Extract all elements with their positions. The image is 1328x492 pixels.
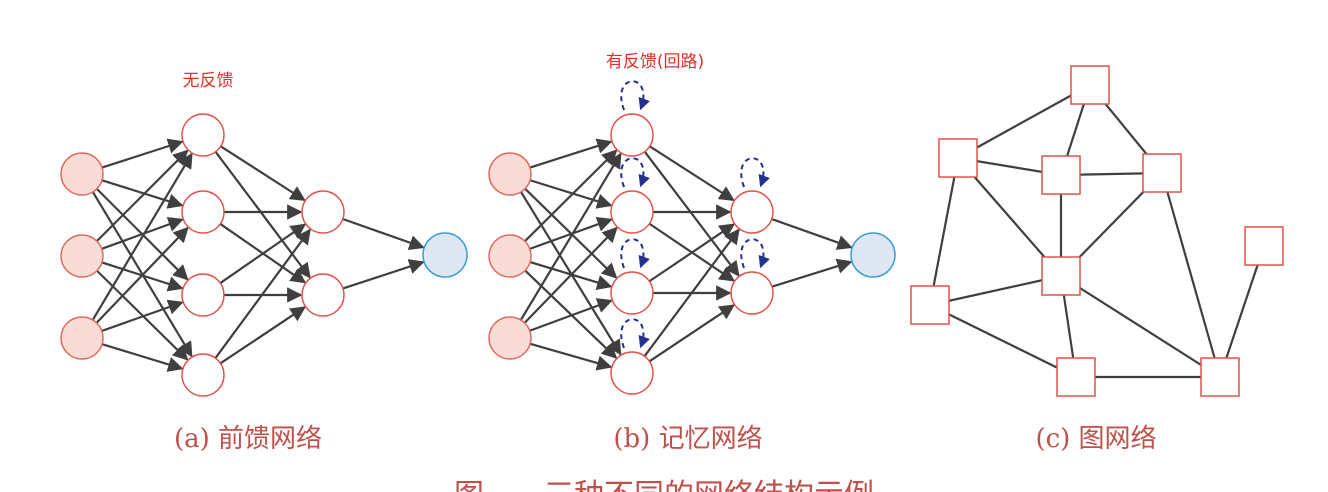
memory-nodes <box>488 113 896 395</box>
mem-hidden1-node-2 <box>610 190 654 234</box>
mem-input-node-1 <box>488 152 532 196</box>
ff-output-node-1 <box>422 232 468 278</box>
ff-edge-l1-3-0 <box>214 228 311 359</box>
graph-network: (c) 图网络 <box>910 65 1284 454</box>
ff-edge-l0-0-0 <box>101 138 184 169</box>
ff-edge-l0-1-0 <box>96 149 189 242</box>
feedback-loop-label: 有反馈(回路) <box>606 52 704 72</box>
graph-node-E <box>1244 226 1284 266</box>
mem-edge-l1-2-0 <box>648 223 736 283</box>
memory-network: 有反馈(回路) (b) 记忆网络 <box>488 52 896 454</box>
mem-edge-l0-2-0 <box>519 152 622 321</box>
feedforward-edges <box>91 138 425 372</box>
mem-edge-l1-3-1 <box>648 304 735 363</box>
graph-edge-E-I <box>1218 245 1266 378</box>
graph-node-B <box>938 138 978 178</box>
mem-edge-l0-1-1 <box>529 216 613 250</box>
ff-edge-l0-0-1 <box>101 179 184 209</box>
feedback-loop-2 <box>620 157 650 188</box>
mem-edge-l0-0-0 <box>529 138 613 169</box>
feedback-loop-4 <box>620 318 650 349</box>
ff-edge-l0-2-1 <box>95 226 189 324</box>
mem-hidden2-node-1 <box>730 190 774 234</box>
mem-edge-l0-2-2 <box>529 298 613 332</box>
mem-edge-l1-0-0 <box>649 145 735 202</box>
graph-node-D <box>1142 153 1182 193</box>
memory-feedback-loops <box>620 80 770 349</box>
mem-input-node-3 <box>488 316 532 360</box>
graph-node-H <box>1056 357 1096 397</box>
graph-edge-G-F <box>929 274 1062 307</box>
mem-edge-l2-0-0 <box>771 217 853 250</box>
graph-edge-B-G <box>928 157 960 306</box>
graph-edge-G-H <box>929 304 1077 378</box>
graph-node-C <box>1041 155 1081 195</box>
graph-network-caption: (c) 图网络 <box>1035 424 1156 454</box>
graph-node-I <box>1200 357 1240 397</box>
memory-edges <box>519 138 853 371</box>
graph-node-A <box>1070 65 1110 105</box>
ff-hidden1-node-3 <box>181 273 225 317</box>
ff-edge-l0-2-3 <box>101 343 184 372</box>
feedback-loop-1 <box>620 80 650 111</box>
ff-edge-l1-0-0 <box>220 145 306 202</box>
ff-hidden1-node-4 <box>181 353 225 397</box>
graph-node-G <box>910 285 950 325</box>
mem-edge-l0-0-1 <box>529 179 613 209</box>
mem-edge-l0-0-3 <box>520 191 622 356</box>
mem-output-node-1 <box>850 232 896 278</box>
graph-node-F <box>1041 256 1081 296</box>
feedback-loop-3 <box>620 238 650 269</box>
mem-hidden1-node-4 <box>610 351 654 395</box>
ff-edge-l2-1-0 <box>342 259 425 290</box>
ff-edge-l1-2-0 <box>219 223 307 284</box>
ff-edge-l2-0-0 <box>342 217 425 251</box>
feedforward-caption: (a) 前馈网络 <box>174 424 322 454</box>
feedforward-network: 无反馈 (a) 前馈网络 <box>60 71 468 454</box>
ff-edge-l0-2-2 <box>101 299 184 333</box>
mem-edge-l0-1-0 <box>524 149 618 242</box>
ff-hidden2-node-1 <box>301 190 345 234</box>
graph-edges <box>928 84 1266 379</box>
mem-hidden1-node-3 <box>610 271 654 315</box>
mem-edge-l1-0-1 <box>643 151 740 277</box>
ff-hidden2-node-2 <box>301 273 345 317</box>
figure-caption: 图……三种不同的网络结构示例 <box>454 478 874 492</box>
ff-hidden1-node-1 <box>181 113 225 157</box>
ff-edge-l1-3-1 <box>219 306 306 365</box>
mem-input-node-2 <box>488 234 532 278</box>
no-feedback-label: 无反馈 <box>183 71 234 91</box>
mem-hidden2-node-2 <box>730 271 774 315</box>
graph-edge-F-I <box>1060 275 1221 378</box>
graph-edge-A-B <box>957 84 1091 159</box>
mem-edge-l2-1-0 <box>771 258 853 288</box>
ff-input-node-3 <box>60 316 104 360</box>
feedback-loop-6 <box>740 238 770 269</box>
mem-edge-l0-2-3 <box>529 342 613 371</box>
ff-edge-l0-1-1 <box>101 217 184 250</box>
mem-edge-l1-3-0 <box>643 228 740 357</box>
ff-input-node-2 <box>60 234 104 278</box>
mem-edge-l0-1-3 <box>524 269 618 359</box>
ff-edge-l0-2-0 <box>91 152 193 321</box>
memory-network-caption: (b) 记忆网络 <box>613 424 762 454</box>
ff-hidden1-node-2 <box>181 190 225 234</box>
feedback-loop-5 <box>740 157 770 188</box>
mem-hidden1-node-1 <box>610 113 654 157</box>
ff-input-node-1 <box>60 152 104 196</box>
graph-edge-D-I <box>1160 172 1222 378</box>
mem-edge-l0-2-1 <box>523 226 618 324</box>
graph-nodes <box>910 65 1284 397</box>
ff-edge-l1-0-1 <box>214 151 311 279</box>
feedforward-nodes <box>60 113 468 397</box>
